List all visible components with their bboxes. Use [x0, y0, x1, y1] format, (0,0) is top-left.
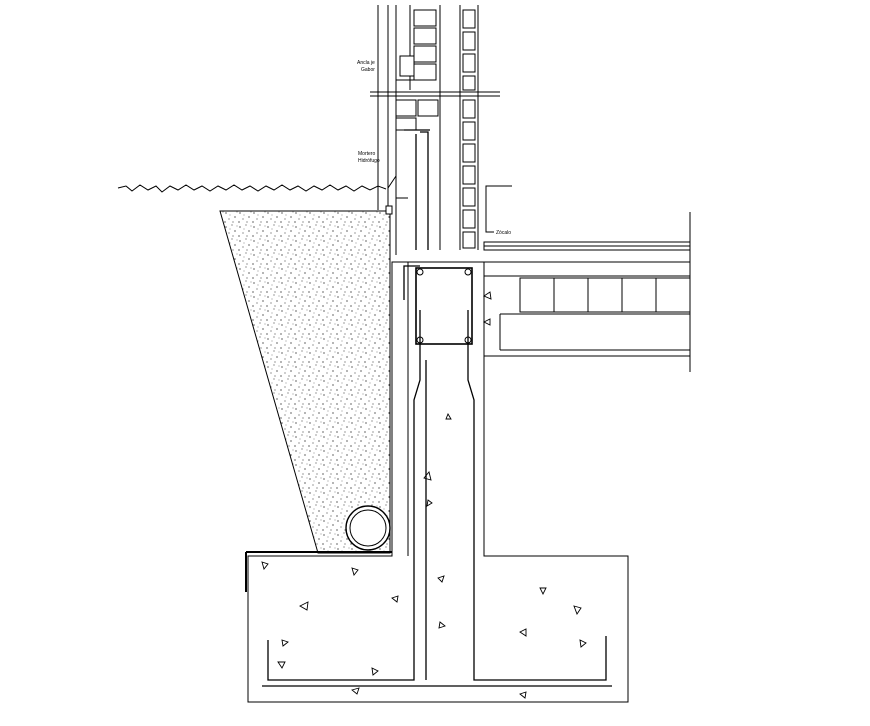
label-mortar: Mortero — [358, 151, 375, 157]
baseboard-leader — [485, 185, 512, 233]
gravel-backfill — [219, 210, 391, 554]
label-anchor-sub: Gabor — [361, 67, 375, 73]
masonry-wall — [370, 5, 500, 255]
label-anchor: Ancla je — [357, 60, 375, 66]
slab-block-row — [519, 277, 691, 313]
label-baseboard: Zócalo — [496, 230, 511, 236]
ground-line — [117, 184, 387, 193]
stem-rebar — [262, 310, 612, 687]
concrete-aggregate-marks — [261, 291, 587, 699]
drain-pipe — [345, 505, 391, 551]
wall-rebar — [404, 129, 430, 250]
label-mortar-sub: Hidrófugo — [358, 158, 380, 164]
mortar-joint — [385, 174, 408, 215]
bond-beam-stirrup — [403, 265, 473, 345]
